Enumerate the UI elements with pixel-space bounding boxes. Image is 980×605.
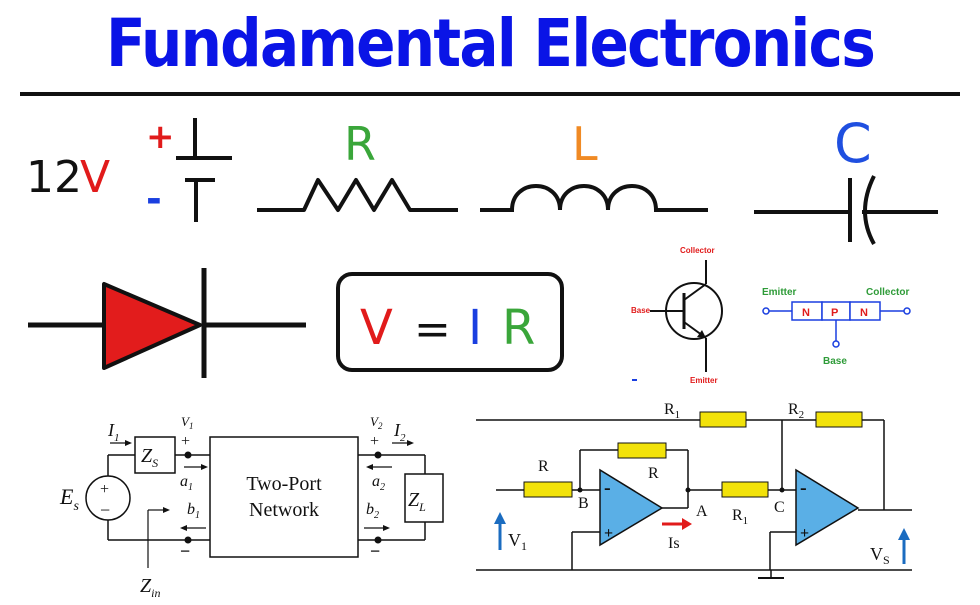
node-b-label: B [578, 495, 589, 512]
r-feedback-label: R [648, 465, 659, 482]
title-divider [20, 92, 960, 96]
inductor-symbol: L [480, 117, 708, 212]
node-a-label: A [696, 503, 708, 520]
two-port-network-diagram: + − Es ZS I1 V1 + − a1 b1 Zin Two-Port N… [59, 414, 444, 600]
ohms-law-i: I [468, 300, 482, 356]
npn-base-label: Base [823, 356, 847, 367]
resistor-symbol: R [257, 117, 458, 212]
bjt-base-label: Base [631, 306, 651, 315]
port1-plus: + [181, 433, 190, 450]
npn-collector-label: Collector [866, 287, 909, 298]
opamp2-minus: - [800, 477, 807, 499]
battery-voltage-unit: V [80, 152, 110, 203]
battery-symbol: 12 V + - [26, 117, 232, 222]
battery-plus-sign: + [146, 117, 175, 157]
inductor-label: L [572, 117, 598, 171]
source-es-label: Es [59, 484, 79, 514]
r1-top-label: R1 [664, 401, 680, 421]
v1-label: V1 [181, 414, 193, 431]
page-title: Fundamental Electronics [105, 5, 876, 82]
i2-label: I2 [393, 420, 406, 444]
a2-label: a2 [372, 473, 385, 493]
zin-label: Zin [140, 575, 160, 600]
npn-junction-diagram: Emitter Collector N P N Base [762, 287, 911, 367]
zl-label: ZL [408, 489, 426, 514]
r-input-label: R [538, 458, 549, 475]
node-c-label: C [774, 499, 785, 516]
source-plus: + [100, 481, 109, 498]
opamp1-plus: + [604, 525, 613, 542]
npn-n2: N [860, 307, 868, 319]
port1-minus: − [180, 541, 190, 561]
source-minus: − [100, 500, 110, 520]
b2-label: b2 [366, 501, 379, 521]
opamp2-plus: + [800, 525, 809, 542]
bjt-emitter-label: Emitter [690, 376, 718, 385]
port2-plus: + [370, 433, 379, 450]
capacitor-label: C [834, 112, 872, 175]
npn-p: P [831, 307, 838, 319]
ohms-law-box: V = I R [336, 272, 564, 372]
r2-label: R2 [788, 401, 804, 421]
opamp-circuit-diagram: R1 R2 R B R - + A Is R1 C [476, 401, 912, 579]
bjt-collector-label: Collector [680, 246, 715, 255]
zs-label: ZS [141, 445, 158, 470]
battery-minus-sign: - [146, 177, 162, 221]
vs-output-label: VS [870, 544, 890, 567]
ohms-law-v: V [360, 300, 393, 356]
npn-n1: N [802, 307, 810, 319]
is-label: Is [668, 535, 680, 552]
b1-label: b1 [187, 501, 200, 521]
resistor-label: R [344, 117, 376, 171]
v1-input-label: V1 [508, 530, 527, 553]
two-port-box-line2: Network [249, 499, 319, 521]
two-port-box-line1: Two-Port [246, 473, 322, 495]
ohms-law-equals: = [414, 304, 451, 355]
ohms-law-r: R [502, 300, 535, 356]
diode-symbol [28, 268, 306, 378]
port2-minus: − [370, 541, 380, 561]
npn-emitter-label: Emitter [762, 287, 797, 298]
battery-voltage-number: 12 [26, 152, 82, 203]
opamp1-minus: - [604, 477, 611, 499]
capacitor-symbol: C [754, 112, 938, 245]
i1-label: I1 [107, 420, 120, 444]
a1-label: a1 [180, 473, 193, 493]
v2-label: V2 [370, 414, 383, 431]
r1-mid-label: R1 [732, 507, 748, 527]
bjt-transistor-symbol: Collector Base Emitter [631, 246, 723, 385]
